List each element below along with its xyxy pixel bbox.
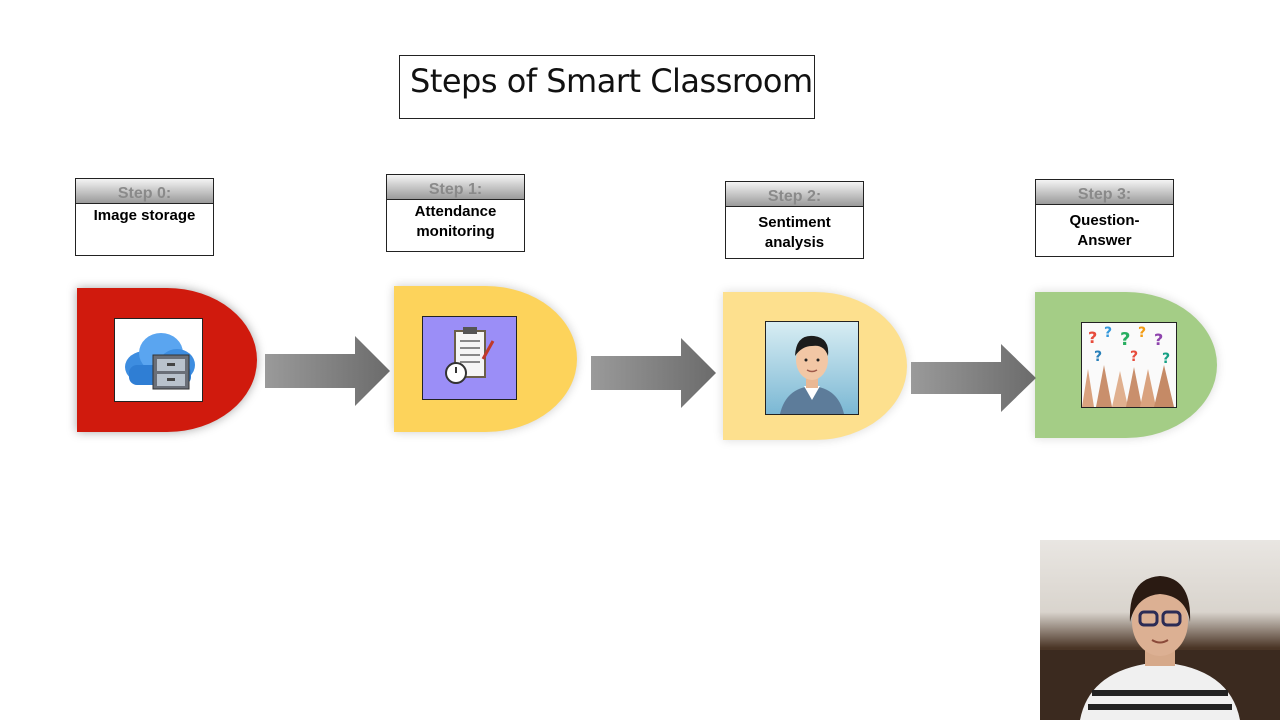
svg-text:?: ? [1130, 349, 1138, 365]
step-2-box: Step 2: Sentiment analysis [725, 181, 864, 259]
arrow-step1-to-step2 [591, 338, 716, 408]
cloud-storage-icon [114, 318, 203, 402]
svg-text:?: ? [1094, 349, 1102, 365]
svg-text:?: ? [1162, 351, 1170, 367]
arrow-step0-to-step1 [265, 336, 390, 406]
arrow-step2-to-step3 [911, 344, 1036, 412]
question-hands-icon: ? ? ? ? ? ? ? ? [1081, 322, 1177, 408]
svg-text:?: ? [1120, 329, 1130, 350]
clipboard-stopwatch-icon [422, 316, 517, 400]
svg-text:?: ? [1088, 328, 1097, 347]
step-1-label: Attendance monitoring [414, 203, 497, 240]
step-3-box: Step 3: Question-Answer [1035, 179, 1174, 257]
svg-text:?: ? [1104, 325, 1112, 341]
step-3-label: Question-Answer [1069, 212, 1140, 249]
step-0-box: Step 0: Image storage [75, 178, 214, 256]
person-face-icon [765, 321, 859, 415]
title-box: Steps of Smart Classroom [399, 55, 815, 119]
step-0-label: Image storage [93, 207, 196, 224]
presenter-webcam-feed [1040, 540, 1280, 720]
svg-text:?: ? [1138, 325, 1146, 341]
step-1-box: Step 1: Attendance monitoring [386, 174, 525, 252]
step-1-header: Step 1: [387, 175, 524, 200]
step-3-header: Step 3: [1036, 180, 1173, 205]
step-2-label: Sentiment analysis [758, 214, 831, 251]
step-2-header: Step 2: [726, 182, 863, 207]
svg-text:?: ? [1154, 330, 1163, 349]
step-0-header: Step 0: [76, 179, 213, 204]
page-title: Steps of Smart Classroom [410, 62, 813, 100]
